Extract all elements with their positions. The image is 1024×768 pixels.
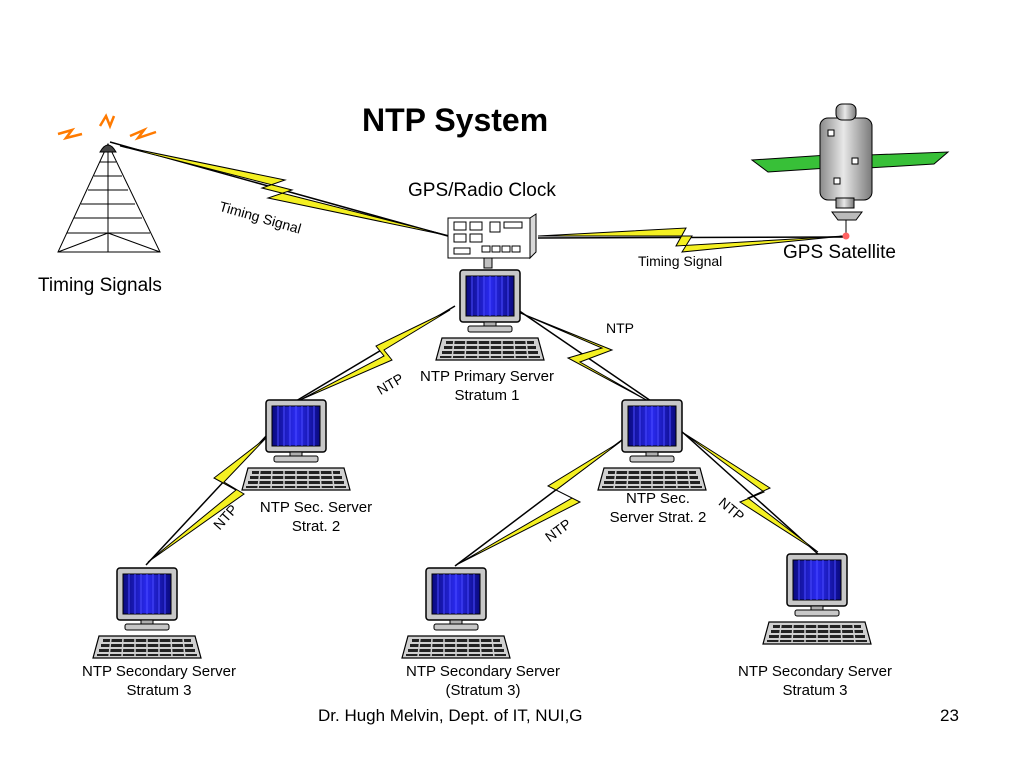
stratum3-right-stratum: Stratum 3	[782, 682, 848, 699]
stratum3-right-name: NTP Secondary Server	[738, 663, 892, 680]
primary-server-label: NTP Primary Server Stratum 1	[411, 367, 563, 405]
primary-server-computer-icon	[435, 269, 545, 361]
sec-server-left-label: NTP Sec. Server Strat. 2	[250, 498, 382, 536]
radio-clock-card-icon	[447, 213, 537, 269]
timing-signals-label: Timing Signals	[38, 275, 162, 296]
gps-satellite-label: GPS Satellite	[783, 242, 896, 263]
timing-link-satellite	[537, 236, 847, 239]
stratum3-left-computer-icon	[92, 567, 202, 659]
stratum3-left-stratum: Stratum 3	[126, 682, 192, 699]
slide-title: NTP System	[362, 102, 549, 138]
transmission-tower-icon	[57, 113, 161, 253]
timing-signal-label-right: Timing Signal	[638, 253, 723, 269]
slide-page-number: 23	[940, 706, 959, 725]
primary-server-name: NTP Primary Server	[420, 368, 554, 385]
stratum3-mid-stratum: (Stratum 3)	[445, 682, 521, 699]
sec-server-right-name: NTP Sec.	[626, 490, 690, 507]
sec-server-left-name: NTP Sec. Server	[259, 499, 373, 516]
lightning-bolts	[119, 145, 845, 565]
lightning-bolt-left-s3	[147, 437, 267, 563]
footer-author: Dr. Hugh Melvin, Dept. of IT, NUI,G	[318, 706, 583, 725]
stratum3-right-computer-icon	[762, 553, 872, 645]
primary-server-stratum: Stratum 1	[454, 387, 520, 404]
gps-satellite-icon	[750, 103, 950, 240]
stratum3-left-name: NTP Secondary Server	[82, 663, 236, 680]
lightning-bolt-mid-s3	[457, 441, 621, 565]
ntp-link-label-primary-right: NTP	[606, 320, 634, 336]
gps-radio-clock-label: GPS/Radio Clock	[408, 180, 556, 201]
sec-server-right-label: NTP Sec. Server Strat. 2	[598, 489, 718, 527]
stratum3-mid-label: NTP Secondary Server (Stratum 3)	[392, 662, 574, 700]
stratum3-mid-computer-icon	[401, 567, 511, 659]
stratum3-mid-name: NTP Secondary Server	[406, 663, 560, 680]
stratum3-right-label: NTP Secondary Server Stratum 3	[724, 662, 906, 700]
sec-server-left-stratum: Strat. 2	[291, 518, 341, 535]
ntp-link-right-s3	[679, 429, 819, 555]
sec-server-right-stratum: Server Strat. 2	[609, 509, 707, 526]
lightning-bolt-right-s3	[681, 431, 819, 553]
stratum3-left-label: NTP Secondary Server Stratum 3	[68, 662, 250, 700]
